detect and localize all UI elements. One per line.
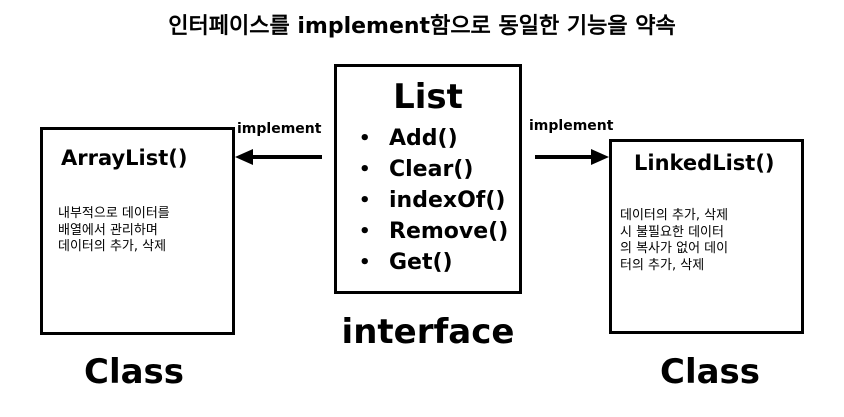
- method-item: • indexOf(): [359, 185, 508, 216]
- arraylist-class-box: ArrayList() 내부적으로 데이터를 배열에서 관리하며 데이터의 추가…: [40, 127, 235, 335]
- interface-label: interface: [341, 312, 515, 352]
- arraylist-title: ArrayList(): [61, 146, 188, 170]
- bullet-icon: •: [359, 190, 371, 211]
- method-item: • Get(): [359, 247, 508, 278]
- linkedlist-description: 데이터의 추가, 삭제 시 불필요한 데이터 의 복사가 없어 데이 터의 추가…: [620, 208, 729, 273]
- bullet-icon: •: [359, 128, 371, 149]
- bullet-icon: •: [359, 221, 371, 242]
- method-label: Add(): [389, 126, 458, 151]
- method-label: indexOf(): [389, 188, 506, 213]
- class-label-right: Class: [660, 352, 761, 392]
- arrow-right-icon: [535, 149, 609, 165]
- bullet-icon: •: [359, 159, 371, 180]
- linkedlist-title: LinkedList(): [634, 151, 775, 175]
- implement-label-left: implement: [237, 121, 322, 137]
- method-list: • Add() • Clear() • indexOf() • Remove() • Ge…: [359, 123, 508, 278]
- method-item: • Remove(): [359, 216, 508, 247]
- method-item: • Clear(): [359, 154, 508, 185]
- list-interface-title: List: [393, 77, 463, 117]
- bullet-icon: •: [359, 252, 371, 273]
- implement-label-right: implement: [529, 118, 614, 134]
- diagram-title: 인터페이스를 implement함으로 동일한 기능을 약속: [168, 14, 676, 39]
- linkedlist-class-box: LinkedList() 데이터의 추가, 삭제 시 불필요한 데이터 의 복사…: [609, 139, 804, 334]
- arraylist-description: 내부적으로 데이터를 배열에서 관리하며 데이터의 추가, 삭제: [58, 206, 170, 254]
- method-label: Clear(): [389, 157, 474, 182]
- arrow-left-icon: [235, 149, 322, 165]
- list-interface-box: List • Add() • Clear() • indexOf() • Remove(…: [334, 64, 522, 294]
- method-label: Get(): [389, 250, 453, 275]
- method-label: Remove(): [389, 219, 509, 244]
- class-label-left: Class: [84, 352, 185, 392]
- method-item: • Add(): [359, 123, 508, 154]
